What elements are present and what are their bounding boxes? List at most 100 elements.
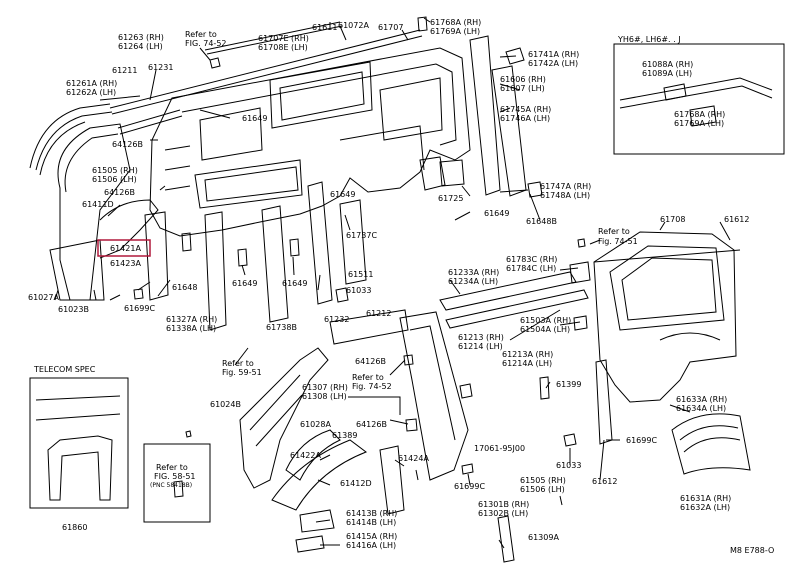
part-code[interactable]: 61738B <box>266 323 297 332</box>
part-code[interactable]: 61414B (LH) <box>346 518 396 527</box>
part-code[interactable]: 61307 (RH) <box>302 383 348 392</box>
part-code[interactable]: 61027A <box>28 293 59 302</box>
part-code[interactable]: 61707 <box>378 23 403 32</box>
refer-label[interactable]: Refer to <box>352 373 384 382</box>
part-code[interactable]: 61264 (LH) <box>118 42 163 51</box>
refer-label[interactable]: Fig. 59-51 <box>222 368 262 377</box>
part-code[interactable]: 61233A (RH) <box>448 268 499 277</box>
part-code[interactable]: 61424A <box>398 454 429 463</box>
refer-label[interactable]: (PNC 58418B) <box>150 482 192 489</box>
refer-label[interactable]: FIG. 74-52 <box>185 39 227 48</box>
part-code[interactable]: 64126B <box>112 140 143 149</box>
part-code[interactable]: 61708 <box>660 215 685 224</box>
part-code[interactable]: 61612 <box>724 215 749 224</box>
part-code[interactable]: 61024B <box>210 400 241 409</box>
part-code[interactable]: 61649 <box>330 190 355 199</box>
part-code[interactable]: 61511 <box>348 270 373 279</box>
part-code[interactable]: 61415A (RH) <box>346 532 397 541</box>
part-code[interactable]: 61741A (RH) <box>528 50 579 59</box>
part-code[interactable]: 64126B <box>356 420 387 429</box>
part-code[interactable]: 61028A <box>300 420 331 429</box>
part-code[interactable]: 61725 <box>438 194 463 203</box>
part-code[interactable]: 61088A (RH) <box>642 60 693 69</box>
part-code[interactable]: 61089A (LH) <box>642 69 692 78</box>
part-code[interactable]: 61506 (LH) <box>92 175 137 184</box>
part-code[interactable]: 61327A (RH) <box>166 315 217 324</box>
part-code[interactable]: 61416A (LH) <box>346 541 396 550</box>
part-code[interactable]: 64126B <box>104 188 135 197</box>
part-code[interactable]: 61631A (RH) <box>680 494 731 503</box>
part-code[interactable]: 61649 <box>242 114 267 123</box>
part-code[interactable]: 61860 <box>62 523 87 532</box>
part-code[interactable]: 61746A (LH) <box>500 114 550 123</box>
part-code[interactable]: 61389 <box>332 431 357 440</box>
part-code[interactable]: 61214A (LH) <box>502 359 552 368</box>
part-code[interactable]: 61023B <box>58 305 89 314</box>
refer-label[interactable]: Refer to <box>185 30 217 39</box>
part-code[interactable]: 61301B (RH) <box>478 500 529 509</box>
part-code[interactable]: 61309A <box>528 533 559 542</box>
part-code[interactable]: 61649 <box>282 279 307 288</box>
part-code[interactable]: 61413B (RH) <box>346 509 397 518</box>
part-code[interactable]: 61742A (LH) <box>528 59 578 68</box>
part-code[interactable]: 61421A <box>110 244 141 253</box>
part-code[interactable]: 64126B <box>355 357 386 366</box>
part-code[interactable]: 61649 <box>232 279 257 288</box>
part-code[interactable]: 61412D <box>340 479 372 488</box>
part-code[interactable]: 61745A (RH) <box>500 105 551 114</box>
refer-label[interactable]: FIG. 58-51 <box>154 472 196 481</box>
part-code[interactable]: 61649 <box>484 209 509 218</box>
part-code[interactable]: 61262A (LH) <box>66 88 116 97</box>
part-code[interactable]: 61423A <box>110 259 141 268</box>
part-code[interactable]: 61768A (RH) <box>430 18 481 27</box>
part-code[interactable]: 61338A (LH) <box>166 324 216 333</box>
part-code[interactable]: 61422A <box>290 451 321 460</box>
part-code[interactable]: 61213A (RH) <box>502 350 553 359</box>
part-code[interactable]: 61768A (RH) <box>674 110 725 119</box>
part-code[interactable]: 61707E (RH) <box>258 34 309 43</box>
part-code[interactable]: 61748A (LH) <box>540 191 590 200</box>
part-code[interactable]: 61231 <box>148 63 173 72</box>
part-code[interactable]: 61699C <box>626 436 657 445</box>
part-code[interactable]: 61632A (LH) <box>680 503 730 512</box>
part-code[interactable]: 61634A (LH) <box>676 404 726 413</box>
part-code[interactable]: 61263 (RH) <box>118 33 164 42</box>
part-code[interactable]: 61214 (LH) <box>458 342 503 351</box>
part-code[interactable]: 61606 (RH) <box>500 75 546 84</box>
part-code[interactable]: 61234A (LH) <box>448 277 498 286</box>
part-code[interactable]: 61612 <box>592 477 617 486</box>
part-code[interactable]: 61737C <box>346 231 377 240</box>
refer-label[interactable]: Fig. 74-51 <box>598 237 638 246</box>
part-code[interactable]: 61784C (LH) <box>506 264 556 273</box>
part-code[interactable]: 61699C <box>454 482 485 491</box>
part-code[interactable]: 61504A (LH) <box>520 325 570 334</box>
part-code[interactable]: 17061-95J00 <box>474 444 525 453</box>
refer-label[interactable]: Fig. 74-52 <box>352 382 392 391</box>
part-code[interactable]: 61211 <box>112 66 137 75</box>
part-code[interactable]: 61212 <box>366 309 391 318</box>
part-code[interactable]: 61648 <box>172 283 197 292</box>
part-code[interactable]: 61506 (LH) <box>520 485 565 494</box>
part-code[interactable]: 61505 (RH) <box>92 166 138 175</box>
part-code[interactable]: 61607 (LH) <box>500 84 545 93</box>
refer-label[interactable]: Refer to <box>156 463 188 472</box>
part-code[interactable]: 61302B (LH) <box>478 509 528 518</box>
part-code[interactable]: 61213 (RH) <box>458 333 504 342</box>
part-code[interactable]: 61399 <box>556 380 581 389</box>
part-code[interactable]: 61261A (RH) <box>66 79 117 88</box>
part-code[interactable]: 61611 <box>312 23 337 32</box>
part-code[interactable]: 61308 (LH) <box>302 392 347 401</box>
part-code[interactable]: 61769A (LH) <box>430 27 480 36</box>
refer-label[interactable]: Refer to <box>222 359 254 368</box>
part-code[interactable]: 61708E (LH) <box>258 43 308 52</box>
part-code[interactable]: 61033 <box>556 461 581 470</box>
part-code[interactable]: 61633A (RH) <box>676 395 727 404</box>
part-code[interactable]: 61411D <box>82 200 114 209</box>
part-code[interactable]: 61232 <box>324 315 349 324</box>
part-code[interactable]: 61503A (RH) <box>520 316 571 325</box>
part-code[interactable]: 61648B <box>526 217 557 226</box>
part-code[interactable]: 61033 <box>346 286 371 295</box>
part-code[interactable]: 61072A <box>338 21 369 30</box>
part-code[interactable]: 61769A (LH) <box>674 119 724 128</box>
part-code[interactable]: 61783C (RH) <box>506 255 557 264</box>
